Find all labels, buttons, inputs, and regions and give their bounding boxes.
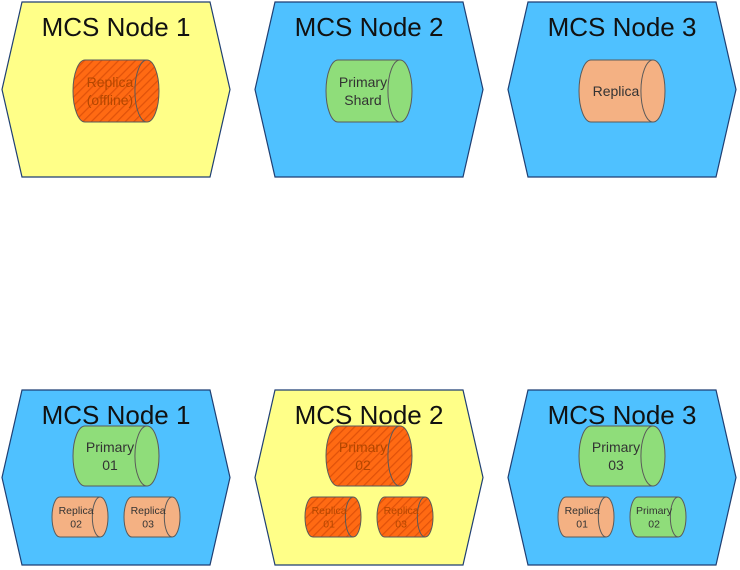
shard-label: Replica [565,505,600,517]
primary-shard: Primary 01 [72,425,160,487]
primary-shard: Primary 03 [578,425,666,487]
hatched-cylinder-icon [72,59,160,123]
mcs-node-3: MCS Node 3 Replica [507,1,737,178]
cylinder-icon [629,496,687,538]
shard-label: 03 [608,457,624,473]
hatched-cylinder-icon [304,496,362,538]
shard-label: Primary [592,439,640,455]
cylinder-end-cap [344,496,354,538]
shard-label: Primary [86,439,134,455]
replica-shard: Replica 01 [557,496,615,538]
shard-label: Replica [593,83,640,99]
shard-label: (offline) [87,92,133,108]
shard-label: 01 [323,519,335,531]
shard-label: Primary [339,74,387,90]
shard-label: 01 [102,457,118,473]
cylinder-icon [578,425,666,487]
node-title: MCS Node 3 [548,12,697,42]
shard-label: 01 [576,519,588,531]
shard-label: Replica [312,505,347,517]
shard-label: 02 [648,519,660,531]
cylinder-end-cap [416,496,426,538]
shard-label: Replica [131,505,166,517]
cylinder-icon [51,496,109,538]
shard-label: Replica [384,505,419,517]
node-title: MCS Node 3 [548,400,697,430]
node-title: MCS Node 2 [295,12,444,42]
hatched-cylinder-icon [325,425,413,487]
shard-label: 02 [355,457,371,473]
offline-replica-shard: Replica 03 [376,496,434,538]
shard-label: Replica [59,505,94,517]
cylinder-end-cap [597,496,607,538]
offline-replica-shard: Replica (offline) [72,59,160,123]
cylinder-icon [72,425,160,487]
replica-shard: Replica [578,59,666,123]
cylinder-end-cap [640,425,654,487]
replica-shard: Replica 03 [123,496,181,538]
cylinder-end-cap [134,425,148,487]
node-title: MCS Node 1 [42,12,191,42]
primary-shard: Primary 02 [629,496,687,538]
mcs-node-1: MCS Node 1 Replica (offline) [1,1,231,178]
cylinder-end-cap [387,425,401,487]
cylinder-end-cap [163,496,173,538]
offline-replica-shard: Replica 01 [304,496,362,538]
cylinder-end-cap [669,496,679,538]
shard-label: 03 [395,519,407,531]
shard-label: 03 [142,519,154,531]
shard-label: Primary [636,505,673,517]
node-title: MCS Node 1 [42,400,191,430]
hatched-cylinder-icon [376,496,434,538]
replica-shard: Replica 02 [51,496,109,538]
top-row-nodes: MCS Node 1 Replica (offline) MCS Node 2 Prim… [1,1,737,178]
node-title: MCS Node 2 [295,400,444,430]
cylinder-icon [325,59,413,123]
shard-label: Replica [87,74,134,90]
cylinder-end-cap [91,496,101,538]
cylinder-icon [557,496,615,538]
offline-primary-shard: Primary 02 [325,425,413,487]
shard-label: Primary [339,439,387,455]
cylinder-icon [123,496,181,538]
cylinder-end-cap [134,59,148,123]
cylinder-end-cap [640,59,654,123]
bottom-row-nodes: MCS Node 1Primary01Replica02Replica03MCS… [1,389,737,566]
cylinder-end-cap [387,59,401,123]
shard-label: Shard [344,92,381,108]
shard-label: 02 [70,519,82,531]
